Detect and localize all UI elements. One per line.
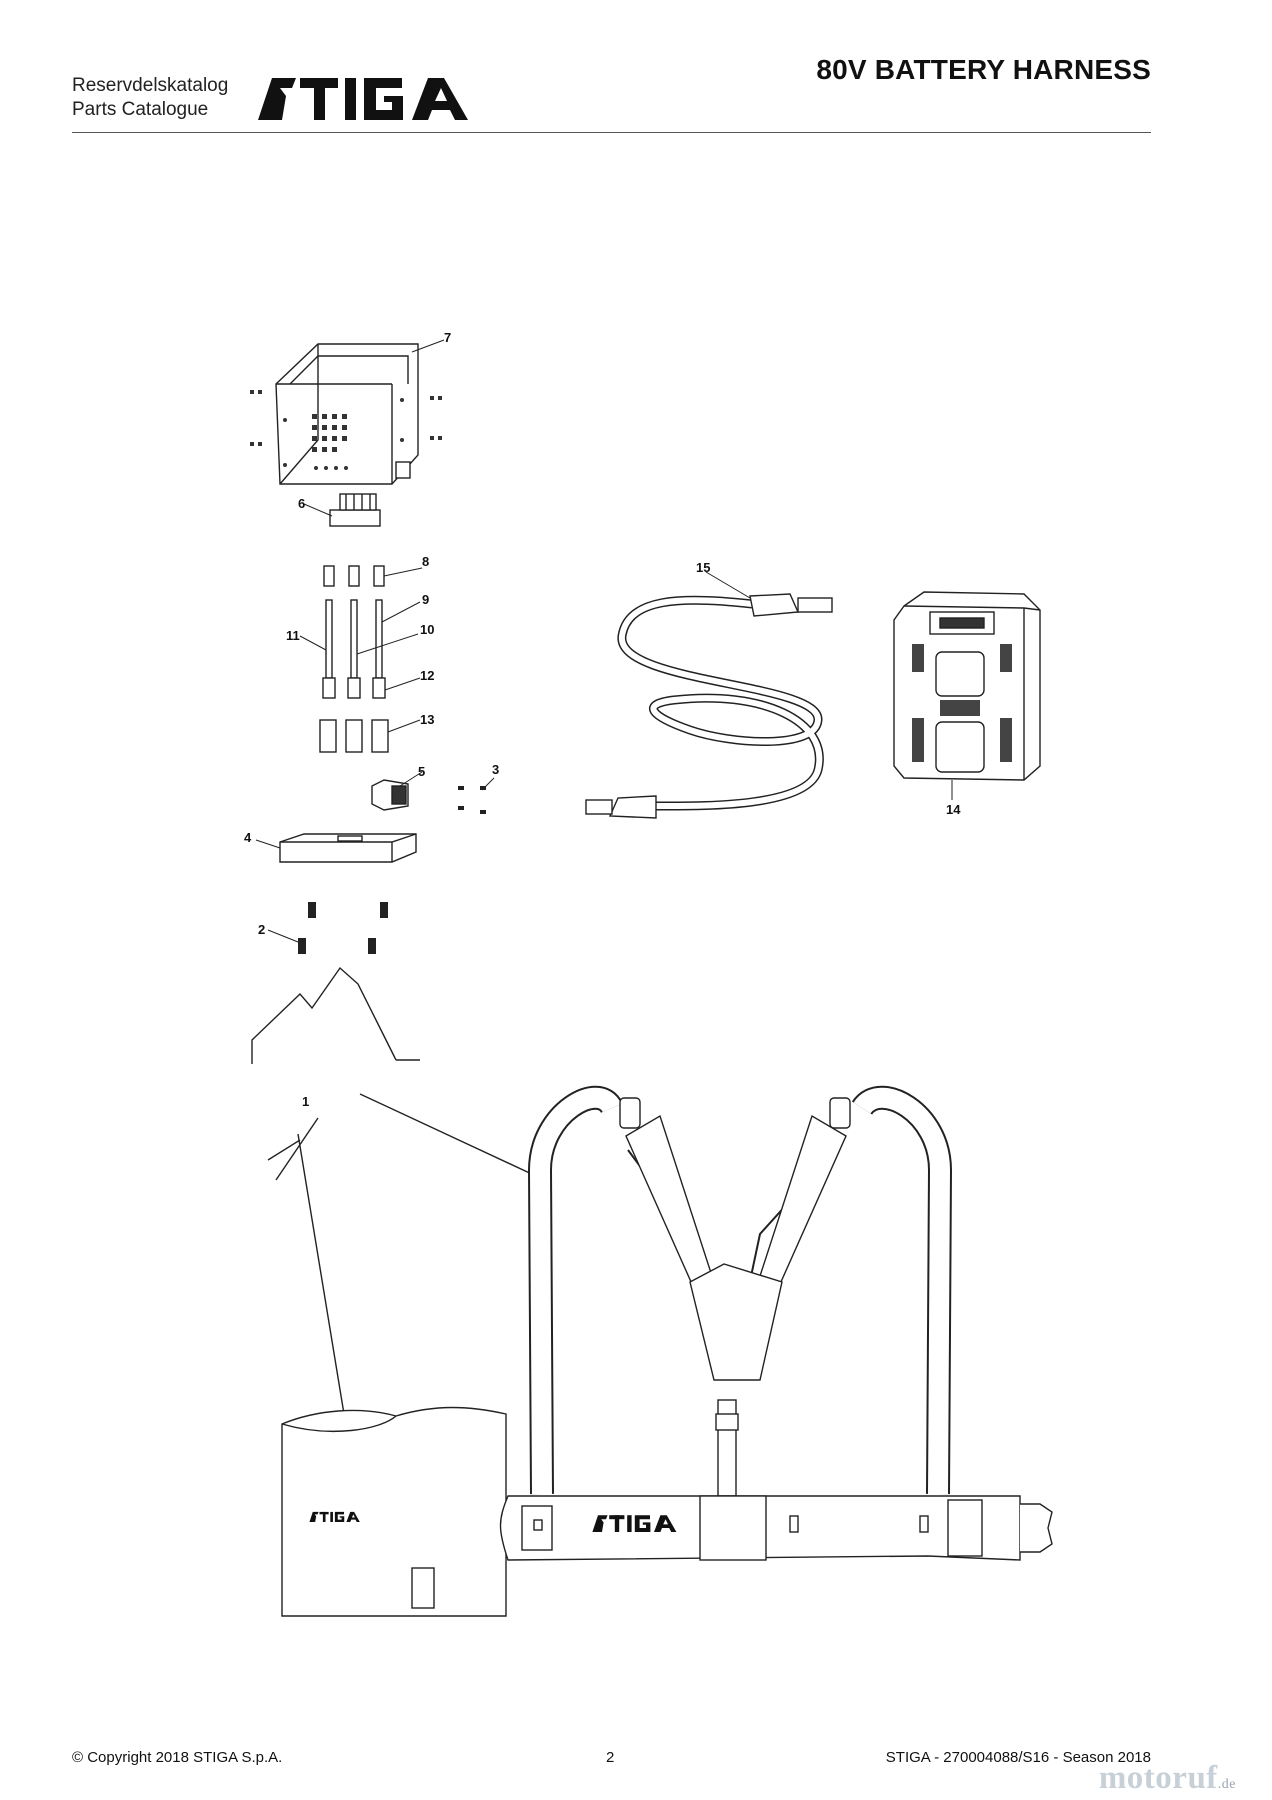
- callout-9: 9: [422, 592, 429, 607]
- stiga-logo: [258, 78, 468, 120]
- copyright-text: © Copyright 2018 STIGA S.p.A.: [72, 1749, 283, 1766]
- header-divider: [72, 132, 1151, 133]
- callout-4: 4: [244, 830, 252, 845]
- terminal-connector: [329, 493, 381, 527]
- pouch-logo: [309, 1511, 360, 1522]
- callout-2: 2: [258, 922, 265, 937]
- base-tray: [279, 833, 417, 863]
- document-reference: STIGA - 270004088/S16 - Season 2018: [885, 1749, 1151, 1766]
- switch-module: [371, 779, 409, 811]
- callout-numbers: 1 2 3 4 5 6 7 8 9 10 11 12 13 14 15: [244, 330, 961, 1109]
- battery-pack: [893, 591, 1041, 781]
- power-cable: [585, 593, 833, 819]
- wire-set: [319, 565, 389, 753]
- catalog-label-sv: Reservdelskatalog: [72, 75, 229, 96]
- small-screws: [458, 786, 486, 814]
- callout-10: 10: [420, 622, 434, 637]
- callout-15: 15: [696, 560, 710, 575]
- base-screws: [298, 902, 388, 954]
- battery-housing: [250, 343, 442, 485]
- leader-lines: [255, 339, 953, 943]
- catalog-label: Reservdelskatalog Parts Catalogue: [72, 74, 228, 122]
- callout-11: 11: [286, 628, 300, 643]
- callout-1: 1: [302, 1094, 309, 1109]
- catalog-label-en: Parts Catalogue: [72, 99, 209, 120]
- callout-5: 5: [418, 764, 425, 779]
- callout-8: 8: [422, 554, 429, 569]
- harness-assembly: [251, 966, 1053, 1617]
- callout-6: 6: [298, 496, 305, 511]
- page-number: 2: [606, 1749, 615, 1766]
- callout-7: 7: [444, 330, 451, 345]
- callout-14: 14: [946, 802, 961, 817]
- callout-3: 3: [492, 762, 499, 777]
- callout-12: 12: [420, 668, 434, 683]
- diagram-logos: [309, 1511, 677, 1532]
- watermark: motoruf.de: [1099, 1760, 1236, 1797]
- belt-logo: [592, 1515, 677, 1532]
- page-title: 80V BATTERY HARNESS: [816, 54, 1151, 85]
- watermark-suffix: .de: [1217, 1777, 1236, 1792]
- callout-13: 13: [420, 712, 434, 727]
- watermark-main: motoruf: [1098, 1760, 1218, 1796]
